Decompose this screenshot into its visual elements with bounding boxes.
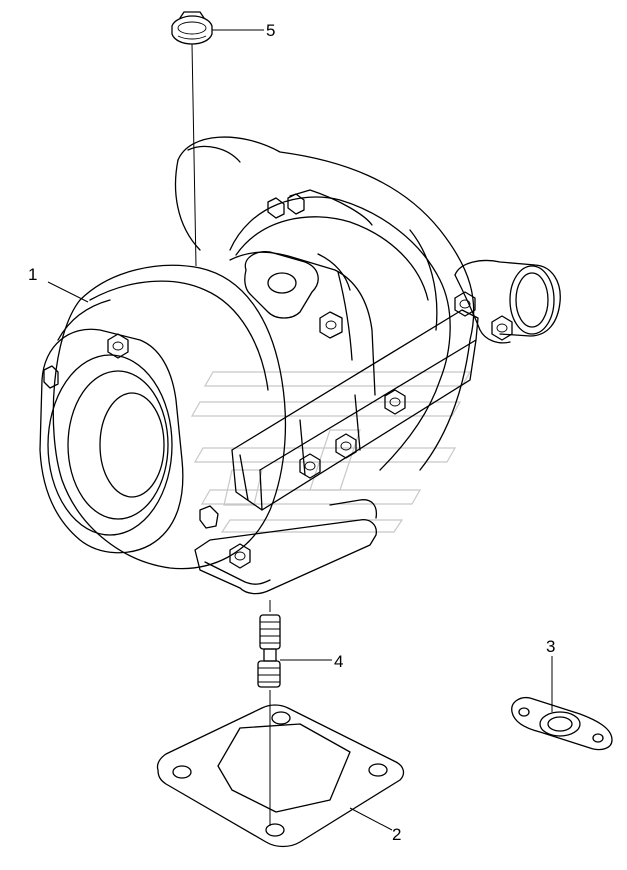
flange-nut	[171, 11, 213, 45]
turbocharger	[39, 136, 561, 595]
callout-3: 3	[546, 637, 555, 656]
callout-1: 1	[28, 265, 37, 284]
leader-lines	[47, 29, 553, 831]
bracket-bolts	[267, 193, 513, 479]
watermark-logo	[190, 371, 472, 533]
stud-bolt	[257, 614, 281, 688]
callout-5: 5	[266, 21, 275, 40]
turbine-flange-bolts	[43, 333, 251, 569]
callout-4: 4	[334, 652, 343, 671]
square-gasket	[156, 704, 405, 848]
oil-flange-gasket	[511, 696, 613, 751]
callout-2: 2	[392, 825, 401, 844]
callout-labels: 5 1 4 3 2	[28, 21, 555, 844]
